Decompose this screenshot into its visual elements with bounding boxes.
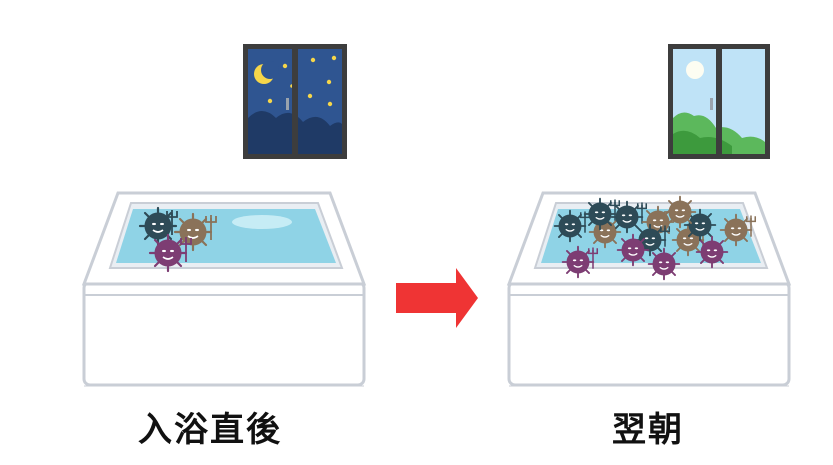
day-window-icon [668,44,770,159]
germ-icon [695,235,729,269]
germ-icon [663,195,697,229]
bathtub-before [81,191,367,387]
arrow-right-icon [396,268,478,328]
germ-icon [138,206,178,246]
night-window-icon [243,44,347,159]
germ-icon [647,247,681,281]
caption-after: 翌朝 [612,410,684,450]
caption-before: 入浴直後 [138,410,282,450]
germ-icon [616,233,650,267]
